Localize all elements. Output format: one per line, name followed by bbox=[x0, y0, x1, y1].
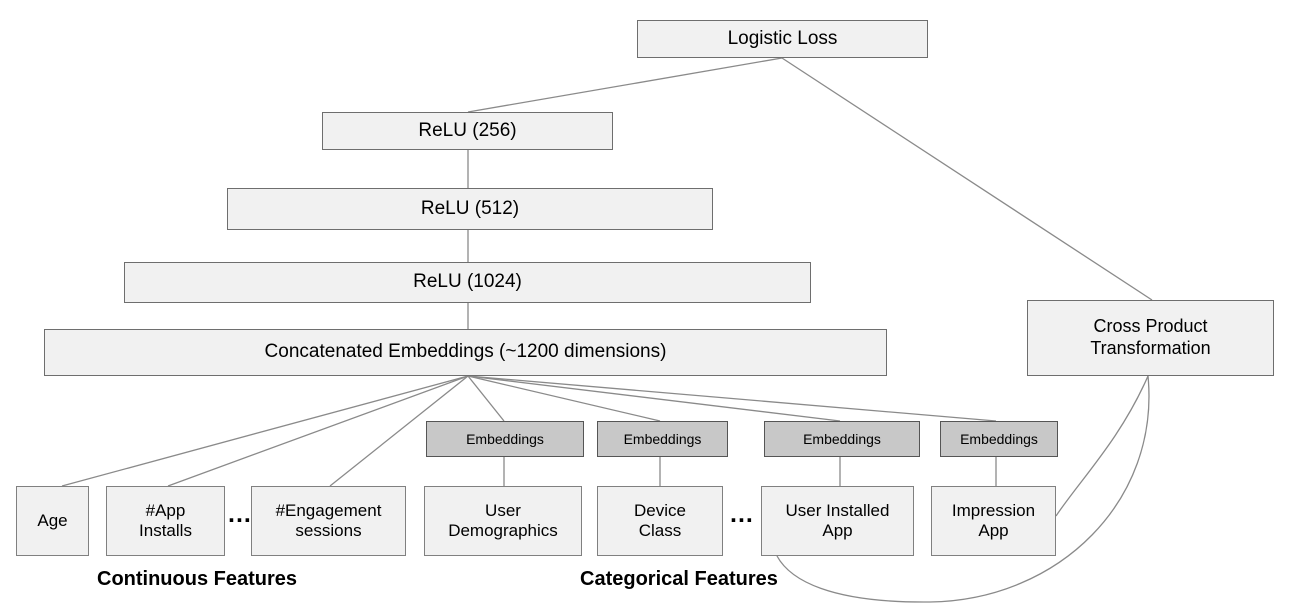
node-feature-app-installs[interactable]: #App Installs bbox=[106, 486, 225, 556]
ellipsis-categorical: ... bbox=[730, 500, 754, 528]
node-relu-512[interactable]: ReLU (512) bbox=[227, 188, 713, 230]
node-cross-product-transformation[interactable]: Cross Product Transformation bbox=[1027, 300, 1274, 376]
node-concatenated-embeddings[interactable]: Concatenated Embeddings (~1200 dimension… bbox=[44, 329, 887, 376]
feature-user-demographics-line-2: Demographics bbox=[448, 521, 558, 540]
feature-impression-app-line-1: Impression bbox=[951, 500, 1036, 520]
embeddings-label-2: Embeddings bbox=[623, 430, 702, 447]
feature-device-class-line-1: Device bbox=[634, 500, 686, 520]
embeddings-label-4: Embeddings bbox=[960, 430, 1038, 447]
embeddings-label-1: Embeddings bbox=[466, 430, 544, 447]
node-relu-1024-label: ReLU (1024) bbox=[413, 271, 522, 293]
node-logistic-loss-label: Logistic Loss bbox=[727, 27, 838, 49]
feature-engagement-line-2: sessions bbox=[295, 521, 362, 540]
embeddings-label-3: Embeddings bbox=[803, 430, 881, 447]
cross-product-line-2: Transformation bbox=[1090, 338, 1211, 358]
feature-user-installed-app-line-1: User Installed bbox=[785, 500, 890, 520]
node-embeddings-user-installed-app[interactable]: Embeddings bbox=[764, 421, 920, 457]
node-relu-512-label: ReLU (512) bbox=[420, 197, 520, 219]
node-embeddings-impression-app[interactable]: Embeddings bbox=[940, 421, 1058, 457]
node-feature-engagement-sessions[interactable]: #Engagement sessions bbox=[251, 486, 406, 556]
feature-engagement-line-1: #Engagement bbox=[275, 500, 382, 520]
feature-user-installed-app-line-2: App bbox=[822, 521, 853, 540]
node-relu-256[interactable]: ReLU (256) bbox=[322, 112, 613, 150]
node-relu-1024[interactable]: ReLU (1024) bbox=[124, 262, 811, 303]
node-relu-256-label: ReLU (256) bbox=[418, 119, 517, 141]
node-concatenated-embeddings-label: Concatenated Embeddings (~1200 dimension… bbox=[264, 341, 667, 363]
feature-user-demographics-line-1: User bbox=[485, 500, 521, 520]
cross-product-line-1: Cross Product bbox=[1093, 316, 1208, 337]
node-feature-user-installed-app[interactable]: User Installed App bbox=[761, 486, 914, 556]
node-feature-impression-app[interactable]: Impression App bbox=[931, 486, 1056, 556]
feature-age-line-1: Age bbox=[37, 510, 68, 530]
node-feature-device-class[interactable]: Device Class bbox=[597, 486, 723, 556]
caption-continuous-features: Continuous Features bbox=[97, 568, 298, 590]
node-feature-user-demographics[interactable]: User Demographics bbox=[424, 486, 582, 556]
feature-impression-app-line-2: App bbox=[978, 521, 1009, 540]
feature-app-installs-line-1: #App bbox=[145, 500, 186, 520]
node-embeddings-device-class[interactable]: Embeddings bbox=[597, 421, 728, 457]
ellipsis-continuous: ... bbox=[228, 500, 252, 528]
caption-categorical-features: Categorical Features bbox=[580, 568, 778, 590]
feature-app-installs-line-2: Installs bbox=[139, 521, 192, 540]
feature-device-class-line-2: Class bbox=[638, 521, 682, 540]
node-feature-age[interactable]: Age bbox=[16, 486, 89, 556]
node-logistic-loss[interactable]: Logistic Loss bbox=[637, 20, 928, 58]
node-embeddings-user-demographics[interactable]: Embeddings bbox=[426, 421, 584, 457]
